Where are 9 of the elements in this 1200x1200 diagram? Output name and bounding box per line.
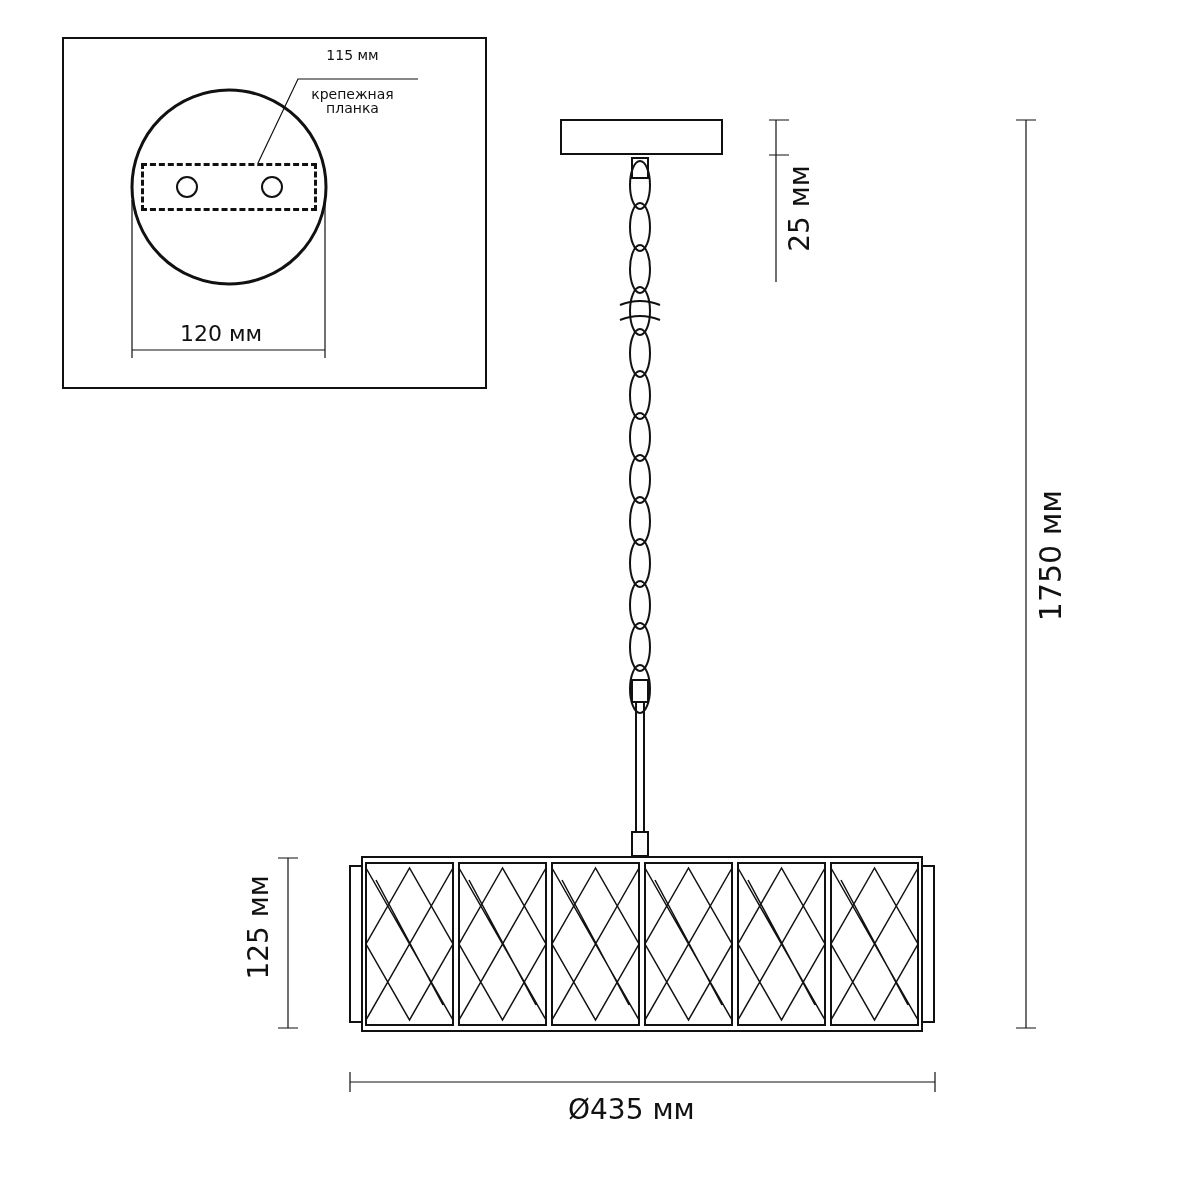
dimension-label: 1750 мм — [1036, 490, 1066, 622]
leader-line — [257, 78, 419, 164]
dimension-label: Ø435 мм — [568, 1096, 695, 1124]
mounting-bar — [141, 163, 317, 211]
dimension-label: 120 мм — [180, 323, 263, 345]
dimension-label: 25 мм — [786, 165, 814, 252]
part-label: крепежная планка — [310, 86, 395, 116]
dimension-label: 125 мм — [245, 875, 273, 980]
dimension-label: 115 мм — [326, 48, 379, 63]
